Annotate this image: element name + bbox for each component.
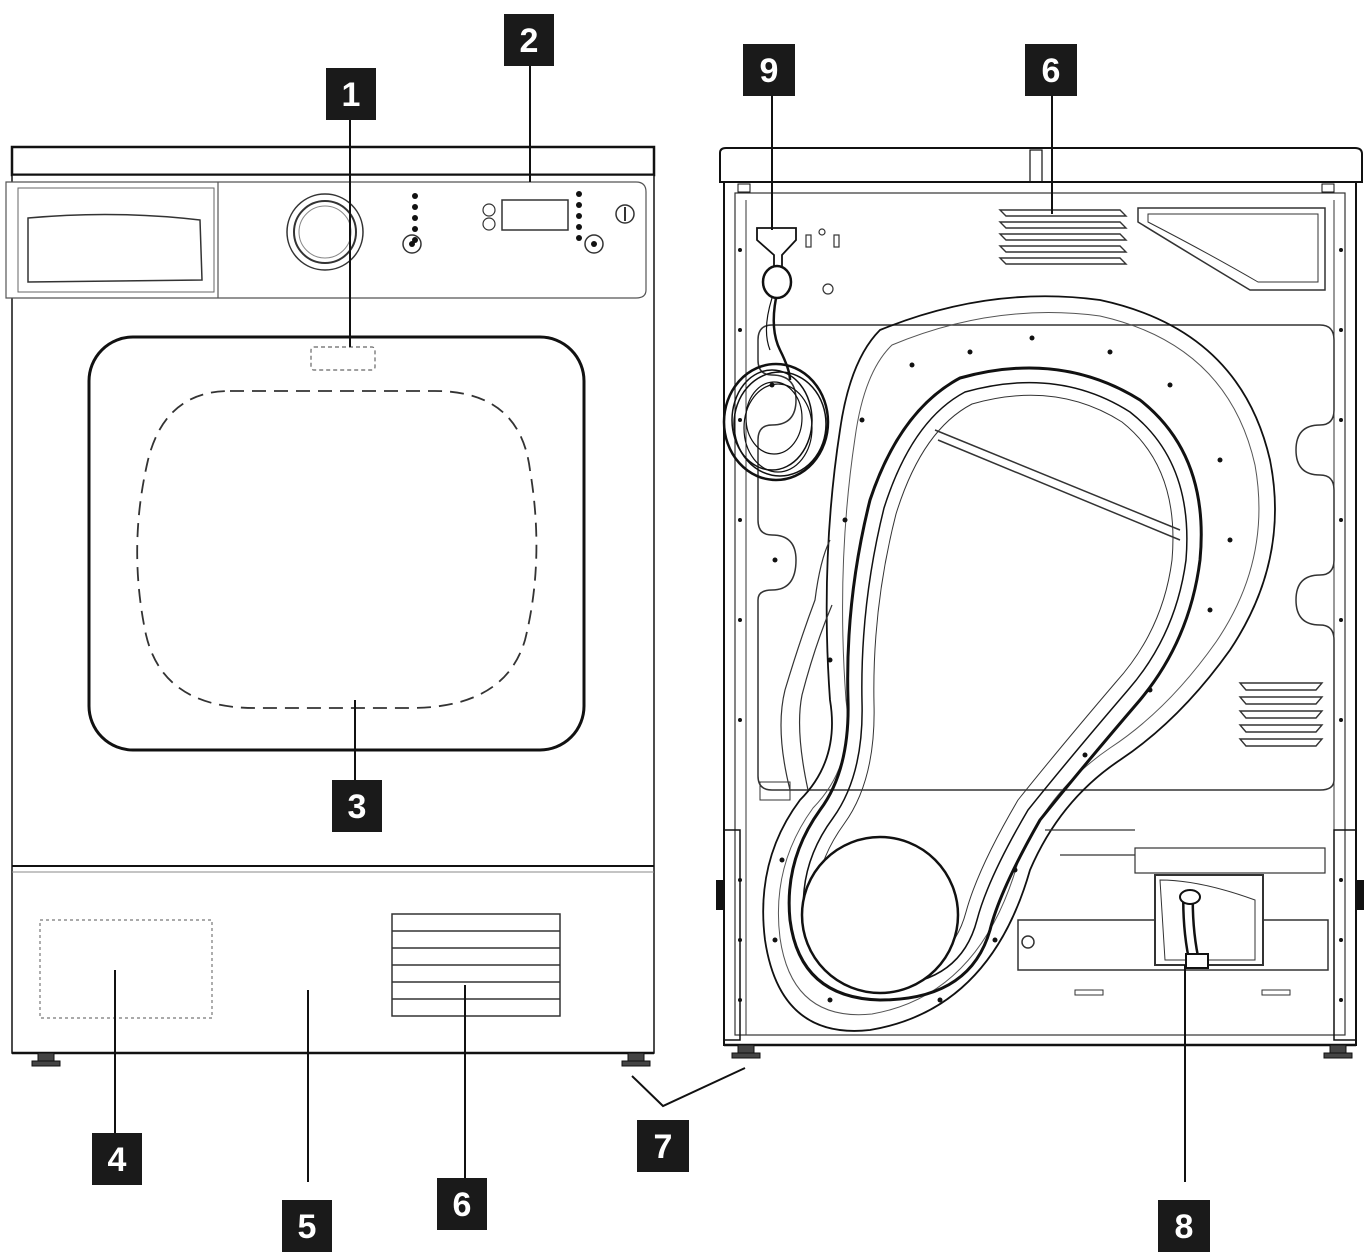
callout-7: 7: [637, 1120, 689, 1172]
callout-1: 1: [326, 68, 376, 120]
callout-label: 5: [298, 1208, 317, 1246]
panel-button: [584, 234, 604, 254]
fan-housing: [800, 835, 960, 995]
power-switch: [615, 204, 635, 224]
drum-strut: [934, 429, 1181, 531]
air-duct-outer: [787, 366, 1203, 1002]
callout-3: 3: [332, 780, 382, 832]
front-vent-grille: [391, 913, 561, 1017]
dryer-front-view: [5, 145, 656, 1067]
condensate-pipe: [780, 539, 831, 791]
callout-label: 7: [654, 1128, 673, 1166]
mounting-points: [805, 228, 840, 295]
callout-2: 2: [504, 14, 554, 66]
drawer-handle: [27, 213, 203, 283]
callout-label: 6: [1042, 52, 1061, 90]
rating-plate: [39, 919, 213, 1019]
indicator-lights-right: [576, 191, 582, 241]
drain-hose: [1179, 889, 1209, 969]
callout-4: 4: [92, 1133, 142, 1185]
power-cord: [722, 227, 830, 482]
pump-compartment: [1017, 829, 1329, 996]
callout-6-front: 6: [437, 1178, 487, 1230]
callout-label: 9: [760, 52, 779, 90]
drum-bolts: [769, 335, 1233, 1003]
display-screen: [501, 199, 569, 231]
program-knob: [286, 193, 364, 271]
leader-lines: [114, 65, 1186, 1182]
drum-ring-outer: [762, 295, 1276, 1032]
door: [87, 335, 586, 752]
rear-panel-recess: [757, 324, 1335, 791]
callout-label: 6: [453, 1186, 472, 1224]
callout-label: 1: [342, 76, 361, 114]
callout-8: 8: [1158, 1200, 1210, 1252]
callout-label: 4: [108, 1141, 127, 1179]
drawer: [17, 187, 215, 293]
door-latch: [310, 346, 376, 371]
callout-5: 5: [282, 1200, 332, 1252]
door-inner-window: [136, 390, 538, 709]
rear-vent-grille-side: [1238, 682, 1324, 747]
control-panel: [5, 181, 647, 299]
panel-button: [402, 234, 422, 254]
callout-6-rear: 6: [1025, 44, 1077, 96]
callout-label: 2: [520, 22, 539, 60]
callout-label: 8: [1175, 1208, 1194, 1246]
side-rail-dots: [738, 248, 1343, 1002]
dryer-rear-view: [716, 147, 1364, 1059]
front-feet: [31, 1052, 651, 1067]
front-top-plate: [10, 145, 656, 177]
rear-water-channel: [1137, 207, 1326, 291]
rear-feet: [731, 1044, 1353, 1059]
rear-vent-grille-top: [998, 209, 1128, 265]
callout-label: 3: [348, 788, 367, 826]
callout-9: 9: [743, 44, 795, 96]
